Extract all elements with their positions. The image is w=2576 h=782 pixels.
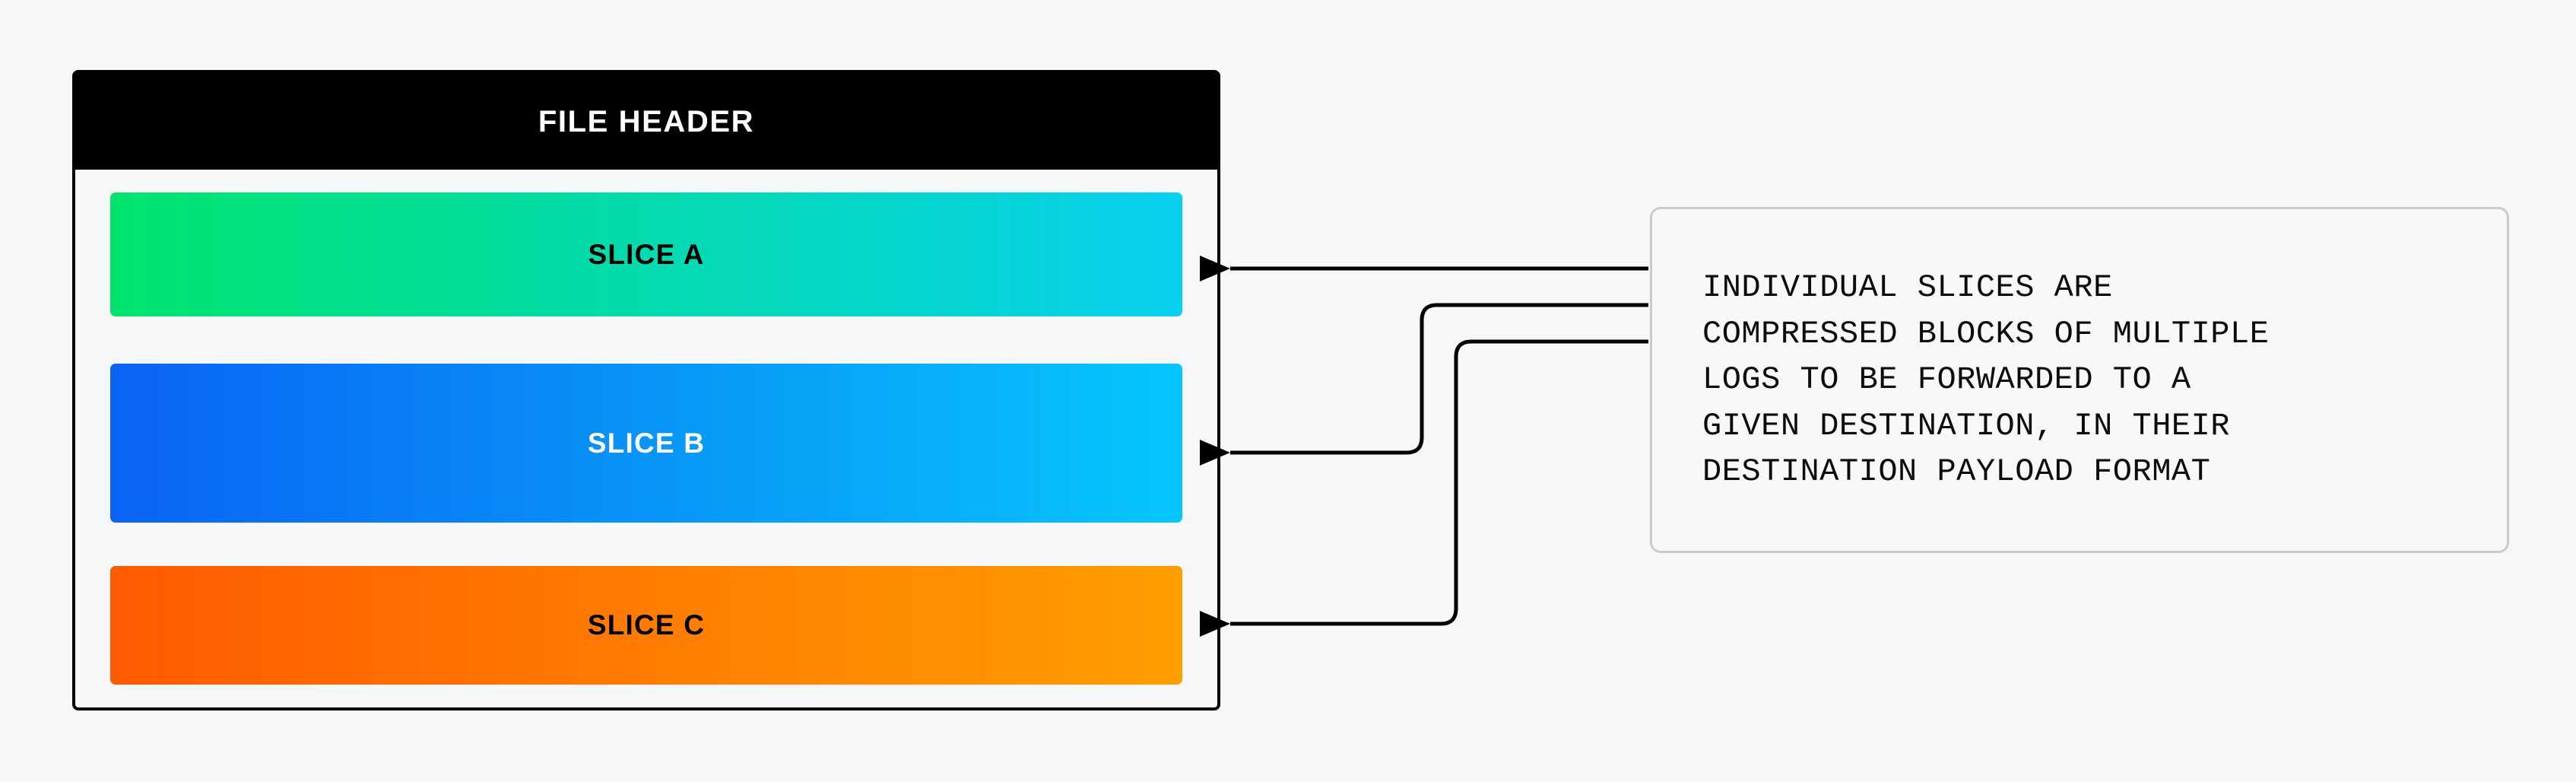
slice-b-label: SLICE B — [587, 427, 706, 459]
slice-a-label: SLICE A — [588, 238, 705, 270]
connector-to-slice-c — [1200, 339, 1648, 637]
slice-list: SLICE A SLICE B SLICE C — [75, 170, 1217, 707]
connector-to-slice-b — [1200, 303, 1648, 466]
slice-a-block[interactable]: SLICE A — [110, 192, 1182, 316]
slice-description-text: INDIVIDUAL SLICES ARE COMPRESSED BLOCKS … — [1702, 269, 2270, 491]
slice-b-block[interactable]: SLICE B — [110, 363, 1182, 523]
file-header-label: FILE HEADER — [538, 104, 755, 138]
slice-description-callout: INDIVIDUAL SLICES ARE COMPRESSED BLOCKS … — [1650, 207, 2509, 553]
slice-c-block[interactable]: SLICE C — [110, 565, 1182, 685]
file-container: FILE HEADER SLICE A SLICE B SLICE C — [72, 70, 1220, 710]
file-header-band: FILE HEADER — [75, 73, 1217, 170]
slice-c-label: SLICE C — [587, 609, 706, 641]
